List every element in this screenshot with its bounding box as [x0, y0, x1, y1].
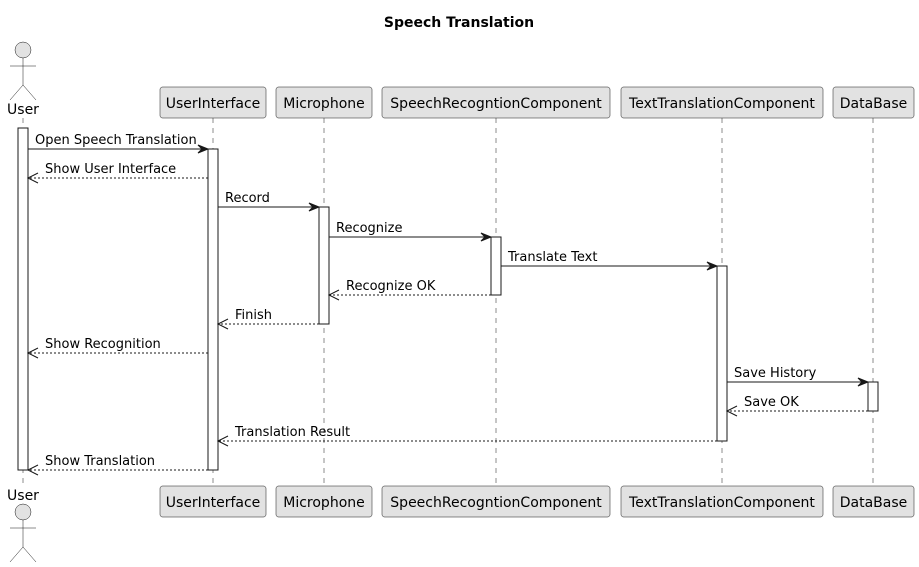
message-6: Recognize OK: [327, 279, 491, 301]
participant-box: [159, 485, 267, 518]
message-label: Record: [225, 191, 270, 206]
message-10: Save OK: [725, 395, 868, 417]
actor-head: [14, 503, 32, 521]
participant-label: DataBase: [840, 495, 908, 511]
message-label: Finish: [235, 308, 272, 323]
activation-bar-user: [17, 127, 29, 471]
actor-leg-left: [9, 84, 24, 101]
participant-label: UserInterface: [166, 495, 261, 511]
participant-box: [832, 86, 915, 119]
activation-bar-ui: [207, 148, 219, 471]
participant-box: [620, 86, 824, 119]
message-label: Open Speech Translation: [35, 133, 197, 148]
participant-ui-top: UserInterface: [159, 86, 267, 119]
open-arrowhead: [26, 464, 39, 476]
filled-arrowhead: [857, 377, 870, 387]
activation-bar-db: [867, 381, 879, 412]
participant-box: [620, 485, 824, 518]
participant-ui-bottom: UserInterface: [159, 485, 267, 518]
message-2: Show User Interface: [26, 162, 208, 184]
message-label: Translation Result: [234, 425, 350, 440]
message-label: Show Recognition: [45, 337, 161, 352]
message-label: Show User Interface: [45, 162, 176, 177]
participant-user-top: User: [7, 41, 39, 118]
actor-label: User: [7, 102, 39, 118]
message-label: Save History: [734, 366, 817, 381]
filled-arrowhead: [706, 261, 719, 271]
participant-box: [275, 485, 373, 518]
participant-label: UserInterface: [166, 96, 261, 112]
activation-bar-src: [490, 236, 502, 296]
message-1: Open Speech Translation: [28, 133, 210, 154]
diagram-title: Speech Translation: [384, 15, 534, 31]
actor-label: User: [7, 488, 39, 504]
message-label: Recognize OK: [346, 279, 436, 294]
actor-leg-right: [22, 546, 37, 563]
activation-bar-ttc: [716, 265, 728, 442]
message-3: Record: [218, 191, 321, 212]
participant-mic-top: Microphone: [275, 86, 373, 119]
open-arrowhead: [725, 405, 738, 417]
activation-bar-mic: [318, 206, 330, 325]
participant-user-bottom: User: [7, 488, 39, 563]
participant-src-top: SpeechRecogntionComponent: [381, 86, 611, 119]
participant-ttc-bottom: TextTranslationComponent: [620, 485, 824, 518]
message-12: Show Translation: [26, 454, 208, 476]
participant-label: Microphone: [283, 495, 365, 511]
participant-label: Microphone: [283, 96, 365, 112]
participant-label: SpeechRecogntionComponent: [390, 495, 602, 511]
open-arrowhead: [26, 172, 39, 184]
participant-src-bottom: SpeechRecogntionComponent: [381, 485, 611, 518]
participant-label: DataBase: [840, 96, 908, 112]
participant-label: SpeechRecogntionComponent: [390, 96, 602, 112]
participant-label: TextTranslationComponent: [628, 96, 815, 112]
open-arrowhead: [26, 347, 39, 359]
message-9: Save History: [727, 366, 870, 387]
message-11: Translation Result: [216, 425, 717, 447]
message-label: Translate Text: [507, 250, 597, 265]
message-8: Show Recognition: [26, 337, 208, 359]
message-5: Translate Text: [501, 250, 719, 271]
filled-arrowhead: [308, 202, 321, 212]
participant-box: [159, 86, 267, 119]
actor-head: [14, 41, 32, 59]
message-label: Save OK: [744, 395, 799, 410]
message-4: Recognize: [329, 221, 493, 242]
actor-leg-right: [22, 84, 37, 101]
participant-box: [381, 86, 611, 119]
message-label: Show Translation: [45, 454, 155, 469]
filled-arrowhead: [480, 232, 493, 242]
open-arrowhead: [216, 318, 229, 330]
participant-db-top: DataBase: [832, 86, 915, 119]
message-label: Recognize: [336, 221, 402, 236]
filled-arrowhead: [197, 144, 210, 154]
actor-leg-left: [9, 546, 24, 563]
participant-box: [381, 485, 611, 518]
participant-box: [275, 86, 373, 119]
open-arrowhead: [327, 289, 340, 301]
participant-label: TextTranslationComponent: [628, 495, 815, 511]
open-arrowhead: [216, 435, 229, 447]
participant-box: [832, 485, 915, 518]
participant-ttc-top: TextTranslationComponent: [620, 86, 824, 119]
message-7: Finish: [216, 308, 319, 330]
participant-db-bottom: DataBase: [832, 485, 915, 518]
participant-mic-bottom: Microphone: [275, 485, 373, 518]
